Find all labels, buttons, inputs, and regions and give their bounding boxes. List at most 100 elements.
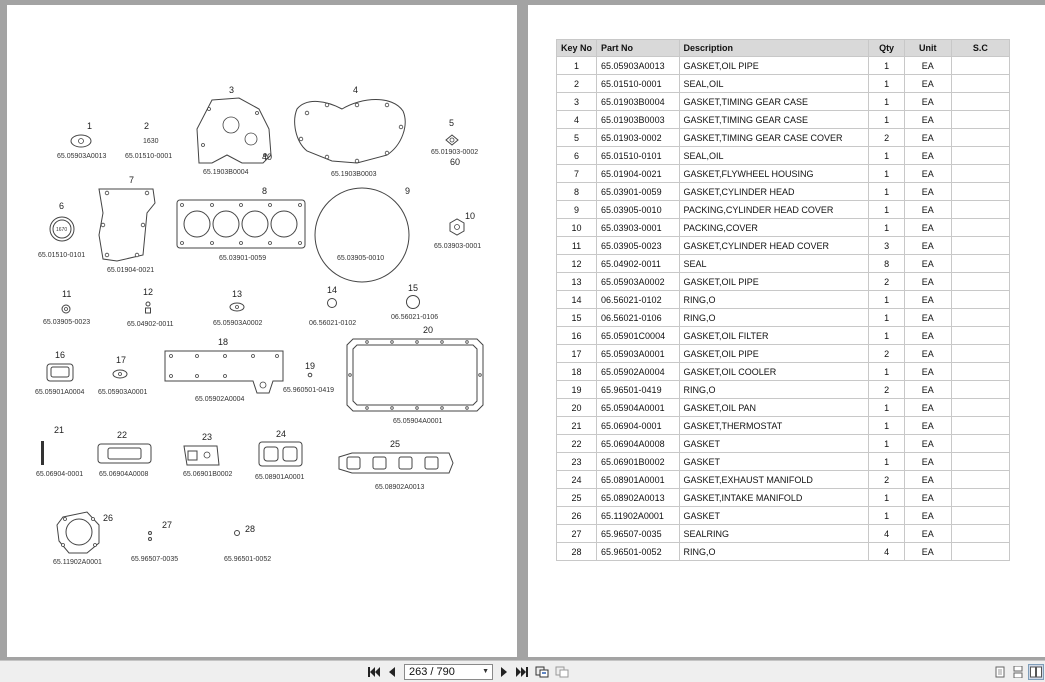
cell-part-no: 65.01510-0001 (596, 74, 680, 93)
cell-part-no: 65.03905-0023 (596, 236, 680, 255)
cell-unit: EA (903, 200, 952, 219)
cell-qty: 1 (868, 218, 905, 237)
go-back-icon[interactable] (534, 664, 550, 680)
seal-marking: 1670 (56, 227, 67, 233)
cell-part-no: 65.96501-0419 (596, 380, 680, 399)
cell-qty: 1 (868, 452, 905, 471)
cell-unit: EA (903, 380, 952, 399)
cell-unit: EA (903, 218, 952, 237)
part-27-illustration (148, 531, 152, 541)
cell-sc (950, 236, 1011, 255)
cell-qty: 2 (868, 380, 905, 399)
cell-sc (950, 56, 1011, 75)
callout-part-number: 65.1903B0003 (331, 171, 377, 178)
document-viewer[interactable]: 1 65.05903A0013 2 1630 65.01510-0001 3 4… (0, 0, 1045, 660)
callout-key: 6 (59, 201, 64, 211)
cell-sc (950, 92, 1011, 111)
part-19-illustration (307, 372, 313, 378)
cell-description: GASKET,CYLINDER HEAD COVER (678, 236, 870, 255)
cell-unit: EA (903, 542, 952, 561)
last-page-icon[interactable] (514, 664, 530, 680)
callout-part-number: 65.01903-0002 (431, 149, 478, 156)
header-description: Description (678, 39, 870, 57)
callout-part-number: 65.08902A0013 (375, 484, 425, 491)
cell-part-no: 65.05901C0004 (596, 326, 680, 345)
part-6-illustration (49, 216, 75, 242)
callout-part-number: 65.04902-0011 (127, 321, 174, 328)
navigation-toolbar: 263 / 790 ▼ (0, 660, 1045, 682)
part-25-illustration (338, 452, 454, 474)
cell-description: SEAL (678, 254, 870, 273)
part-4-illustration (294, 99, 406, 164)
part-17-illustration (112, 369, 128, 379)
part-12-illustration (145, 301, 151, 314)
cell-part-no: 65.01904-0021 (596, 164, 680, 183)
cell-key-no: 10 (555, 218, 598, 237)
callout-part-number: 06.56021-0106 (391, 314, 438, 321)
header-unit: Unit (903, 39, 952, 57)
cell-qty: 1 (868, 308, 905, 327)
cell-description: SEAL,OIL (678, 74, 870, 93)
cell-qty: 1 (868, 362, 905, 381)
cell-unit: EA (903, 92, 952, 111)
callout-key: 11 (62, 289, 71, 299)
cell-part-no: 65.01510-0101 (596, 146, 680, 165)
cell-key-no: 20 (555, 398, 598, 417)
callout-key: 17 (116, 355, 126, 365)
cell-key-no: 2 (555, 74, 598, 93)
gasket-kit-diagram: 1 65.05903A0013 2 1630 65.01510-0001 3 4… (35, 85, 484, 566)
cell-key-no: 21 (555, 416, 598, 435)
cell-sc (950, 488, 1011, 507)
cell-unit: EA (903, 146, 952, 165)
cell-sc (950, 290, 1011, 309)
cell-key-no: 4 (555, 110, 598, 129)
part-26-illustration (56, 511, 100, 554)
callout-key: 22 (117, 430, 127, 440)
first-page-icon[interactable] (366, 664, 382, 680)
cell-key-no: 28 (555, 542, 598, 561)
previous-page-icon[interactable] (384, 664, 400, 680)
callout-key: 16 (55, 350, 65, 360)
cell-description: GASKET,OIL FILTER (678, 326, 870, 345)
go-forward-icon[interactable] (554, 664, 570, 680)
cell-sc (950, 308, 1011, 327)
cell-key-no: 15 (555, 308, 598, 327)
cell-sc (950, 452, 1011, 471)
callout-part-number: 65.06904A0008 (99, 471, 149, 478)
cell-part-no: 06.56021-0102 (596, 290, 680, 309)
single-page-view-icon[interactable] (992, 664, 1008, 680)
callout-key: 5 (449, 118, 454, 128)
cell-key-no: 26 (555, 506, 598, 525)
cell-part-no: 65.96501-0052 (596, 542, 680, 561)
page-number-select[interactable]: 263 / 790 ▼ (404, 664, 493, 680)
cell-description: SEALRING (678, 524, 870, 543)
next-page-icon[interactable] (496, 664, 512, 680)
cell-sc (950, 344, 1011, 363)
cell-part-no: 65.06904-0001 (596, 416, 680, 435)
facing-pages-view-icon[interactable] (1028, 664, 1044, 680)
cell-key-no: 9 (555, 200, 598, 219)
cell-unit: EA (903, 326, 952, 345)
callout-key: 2 (144, 121, 149, 131)
callout-part-number: 65.96501-0052 (224, 556, 271, 563)
cell-part-no: 65.96507-0035 (596, 524, 680, 543)
header-part-no: Part No (596, 39, 680, 57)
continuous-view-icon[interactable] (1010, 664, 1026, 680)
cell-part-no: 65.05903A0001 (596, 344, 680, 363)
cell-qty: 1 (868, 200, 905, 219)
callout-key: 3 (229, 85, 234, 95)
callout-key: 20 (423, 325, 433, 335)
callout-part-number: 65.08901A0001 (255, 474, 305, 481)
part-18-illustration (164, 350, 284, 394)
cell-key-no: 16 (555, 326, 598, 345)
cell-key-no: 19 (555, 380, 598, 399)
cell-key-no: 22 (555, 434, 598, 453)
